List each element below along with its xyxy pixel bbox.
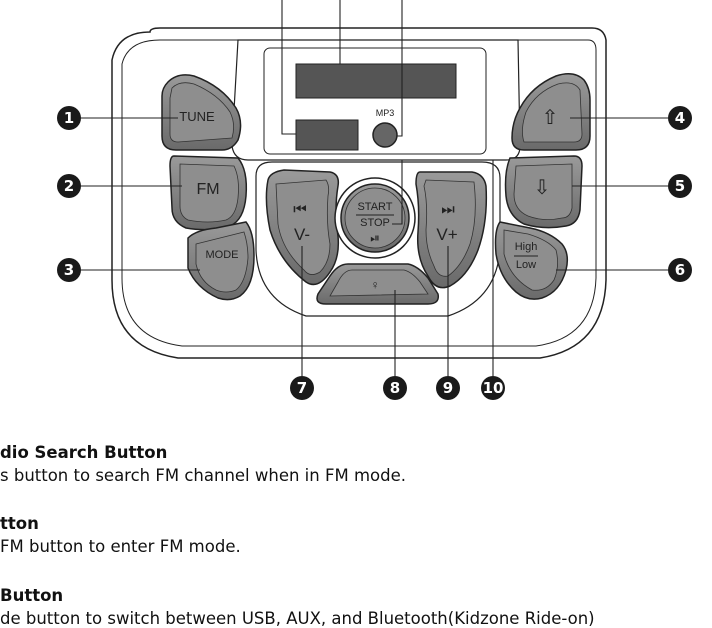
fm-label: FM — [196, 181, 219, 198]
mode-label: MODE — [206, 249, 239, 261]
svg-text:10: 10 — [483, 379, 504, 397]
description-2-body: FM button to enter FM mode. — [0, 537, 241, 556]
callout-8: 8 — [383, 376, 407, 400]
callout-3: 3 — [57, 258, 81, 282]
svg-text:3: 3 — [64, 261, 74, 279]
start-label: START — [357, 201, 392, 213]
up-arrow-icon: ⇧ — [542, 107, 559, 129]
description-3-body: de button to switch between USB, AUX, an… — [0, 609, 595, 628]
svg-text:2: 2 — [64, 177, 74, 195]
description-1-body: s button to search FM channel when in FM… — [0, 466, 406, 485]
low-label: Low — [516, 259, 536, 271]
display-screen — [295, 63, 457, 99]
mp3-port[interactable] — [372, 122, 398, 148]
fm-button[interactable]: FM — [169, 155, 248, 231]
svg-text:1: 1 — [64, 109, 74, 127]
start-stop-button[interactable]: START STOP ⏯ — [334, 177, 416, 259]
callout-5: 5 — [668, 174, 692, 198]
stop-label: STOP — [360, 217, 390, 229]
tune-label: TUNE — [179, 109, 215, 124]
leader-lines — [80, 0, 668, 376]
callout-10: 10 — [481, 376, 505, 400]
svg-text:7: 7 — [297, 379, 307, 397]
previous-track-icon: ⏮ — [293, 201, 307, 218]
description-1-title: dio Search Button — [0, 443, 168, 462]
callout-1: 1 — [57, 106, 81, 130]
svg-text:9: 9 — [443, 379, 453, 397]
svg-text:8: 8 — [390, 379, 400, 397]
callout-7: 7 — [290, 376, 314, 400]
svg-text:5: 5 — [675, 177, 685, 195]
light-button[interactable]: ♀ — [316, 263, 440, 305]
callout-2: 2 — [57, 174, 81, 198]
light-bulb-icon: ♀ — [371, 278, 380, 292]
tune-button[interactable]: TUNE — [161, 74, 242, 151]
description-3-title: Button — [0, 586, 64, 605]
callout-4: 4 — [668, 106, 692, 130]
volume-up-label: V+ — [436, 225, 457, 244]
svg-text:6: 6 — [675, 261, 685, 279]
high-low-button[interactable]: High Low — [494, 221, 569, 300]
remote-control-diagram: MP3 TUNE FM MODE ⇧ ⇩ High Low ⏮ V- — [57, 0, 692, 400]
description-2-title: tton — [0, 514, 39, 533]
play-pause-icon: ⏯ — [370, 231, 380, 245]
prev-volume-down-button[interactable]: ⏮ V- — [265, 169, 340, 286]
next-volume-up-button[interactable]: ⏭ V+ — [415, 171, 488, 289]
down-arrow-icon: ⇩ — [534, 177, 551, 199]
mp3-label: MP3 — [376, 108, 395, 118]
callout-9: 9 — [436, 376, 460, 400]
mode-button[interactable]: MODE — [187, 221, 255, 301]
svg-text:4: 4 — [675, 109, 685, 127]
small-display — [295, 119, 359, 151]
next-track-icon: ⏭ — [441, 201, 455, 218]
up-button[interactable]: ⇧ — [511, 73, 591, 151]
callout-6: 6 — [668, 258, 692, 282]
down-button[interactable]: ⇩ — [504, 155, 583, 229]
high-label: High — [515, 241, 538, 253]
volume-down-label: V- — [294, 225, 310, 244]
